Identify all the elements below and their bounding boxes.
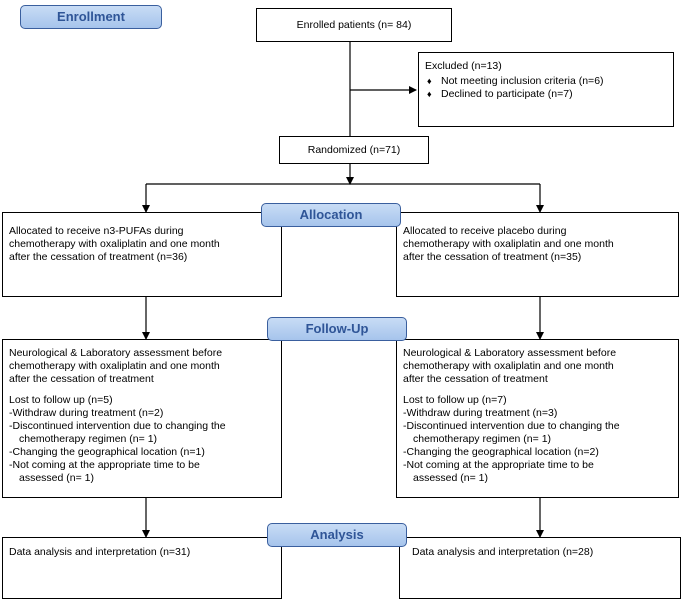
followup-right-box: Neurological & Laboratory assessment bef…	[396, 339, 679, 498]
analysis-right-box: Data analysis and interpretation (n=28)	[399, 537, 681, 599]
allocation-left-line: chemotherapy with oxaliplatin and one mo…	[9, 238, 220, 250]
excluded-item: Not meeting inclusion criteria (n=6)	[425, 75, 667, 88]
followup-left-withdraw: -Withdraw during treatment (n=2)	[9, 407, 164, 419]
followup-left-discontinued: chemotherapy regimen (n= 1)	[19, 433, 158, 445]
followup-right-line: Neurological & Laboratory assessment bef…	[403, 347, 617, 359]
stage-follow-up: Follow-Up	[267, 317, 407, 341]
stage-enrollment: Enrollment	[20, 5, 162, 29]
followup-left-line: chemotherapy with oxaliplatin and one mo…	[9, 360, 220, 372]
allocation-right-box: Allocated to receive placebo during chem…	[396, 212, 679, 297]
excluded-item: Declined to participate (n=7)	[425, 88, 667, 101]
followup-left-not-coming: assessed (n= 1)	[19, 472, 94, 484]
followup-right-line: after the cessation of treatment	[403, 373, 548, 385]
followup-right-not-coming: -Not coming at the appropriate time to b…	[403, 459, 594, 471]
stage-allocation: Allocation	[261, 203, 401, 227]
allocation-right-line: Allocated to receive placebo during	[403, 225, 567, 237]
followup-left-lost: Lost to follow up (n=5)	[9, 394, 113, 406]
excluded-title: Excluded (n=13)	[425, 60, 502, 72]
analysis-left-text: Data analysis and interpretation (n=31)	[9, 546, 191, 558]
followup-left-not-coming: -Not coming at the appropriate time to b…	[9, 459, 200, 471]
excluded-list: Not meeting inclusion criteria (n=6) Dec…	[425, 75, 667, 101]
followup-right-not-coming: assessed (n= 1)	[413, 472, 488, 484]
analysis-left-box: Data analysis and interpretation (n=31)	[2, 537, 282, 599]
stage-analysis: Analysis	[267, 523, 407, 547]
analysis-right-text: Data analysis and interpretation (n=28)	[412, 546, 594, 558]
followup-right-lost: Lost to follow up (n=7)	[403, 394, 507, 406]
enrolled-box: Enrolled patients (n= 84)	[256, 8, 452, 42]
followup-right-discontinued: chemotherapy regimen (n= 1)	[413, 433, 552, 445]
followup-right-geo: -Changing the geographical location (n=2…	[403, 446, 599, 458]
allocation-left-line: after the cessation of treatment (n=36)	[9, 251, 188, 263]
allocation-right-line: after the cessation of treatment (n=35)	[403, 251, 582, 263]
followup-left-line: Neurological & Laboratory assessment bef…	[9, 347, 223, 359]
allocation-right-line: chemotherapy with oxaliplatin and one mo…	[403, 238, 614, 250]
followup-left-discontinued: -Discontinued intervention due to changi…	[9, 420, 226, 432]
excluded-box: Excluded (n=13) Not meeting inclusion cr…	[418, 52, 674, 127]
followup-left-box: Neurological & Laboratory assessment bef…	[2, 339, 282, 498]
followup-left-geo: -Changing the geographical location (n=1…	[9, 446, 205, 458]
followup-right-line: chemotherapy with oxaliplatin and one mo…	[403, 360, 614, 372]
followup-right-discontinued: -Discontinued intervention due to changi…	[403, 420, 620, 432]
followup-left-line: after the cessation of treatment	[9, 373, 154, 385]
followup-right-withdraw: -Withdraw during treatment (n=3)	[403, 407, 558, 419]
allocation-left-box: Allocated to receive n3-PUFAs during che…	[2, 212, 282, 297]
randomized-box: Randomized (n=71)	[279, 136, 429, 164]
allocation-left-line: Allocated to receive n3-PUFAs during	[9, 225, 184, 237]
